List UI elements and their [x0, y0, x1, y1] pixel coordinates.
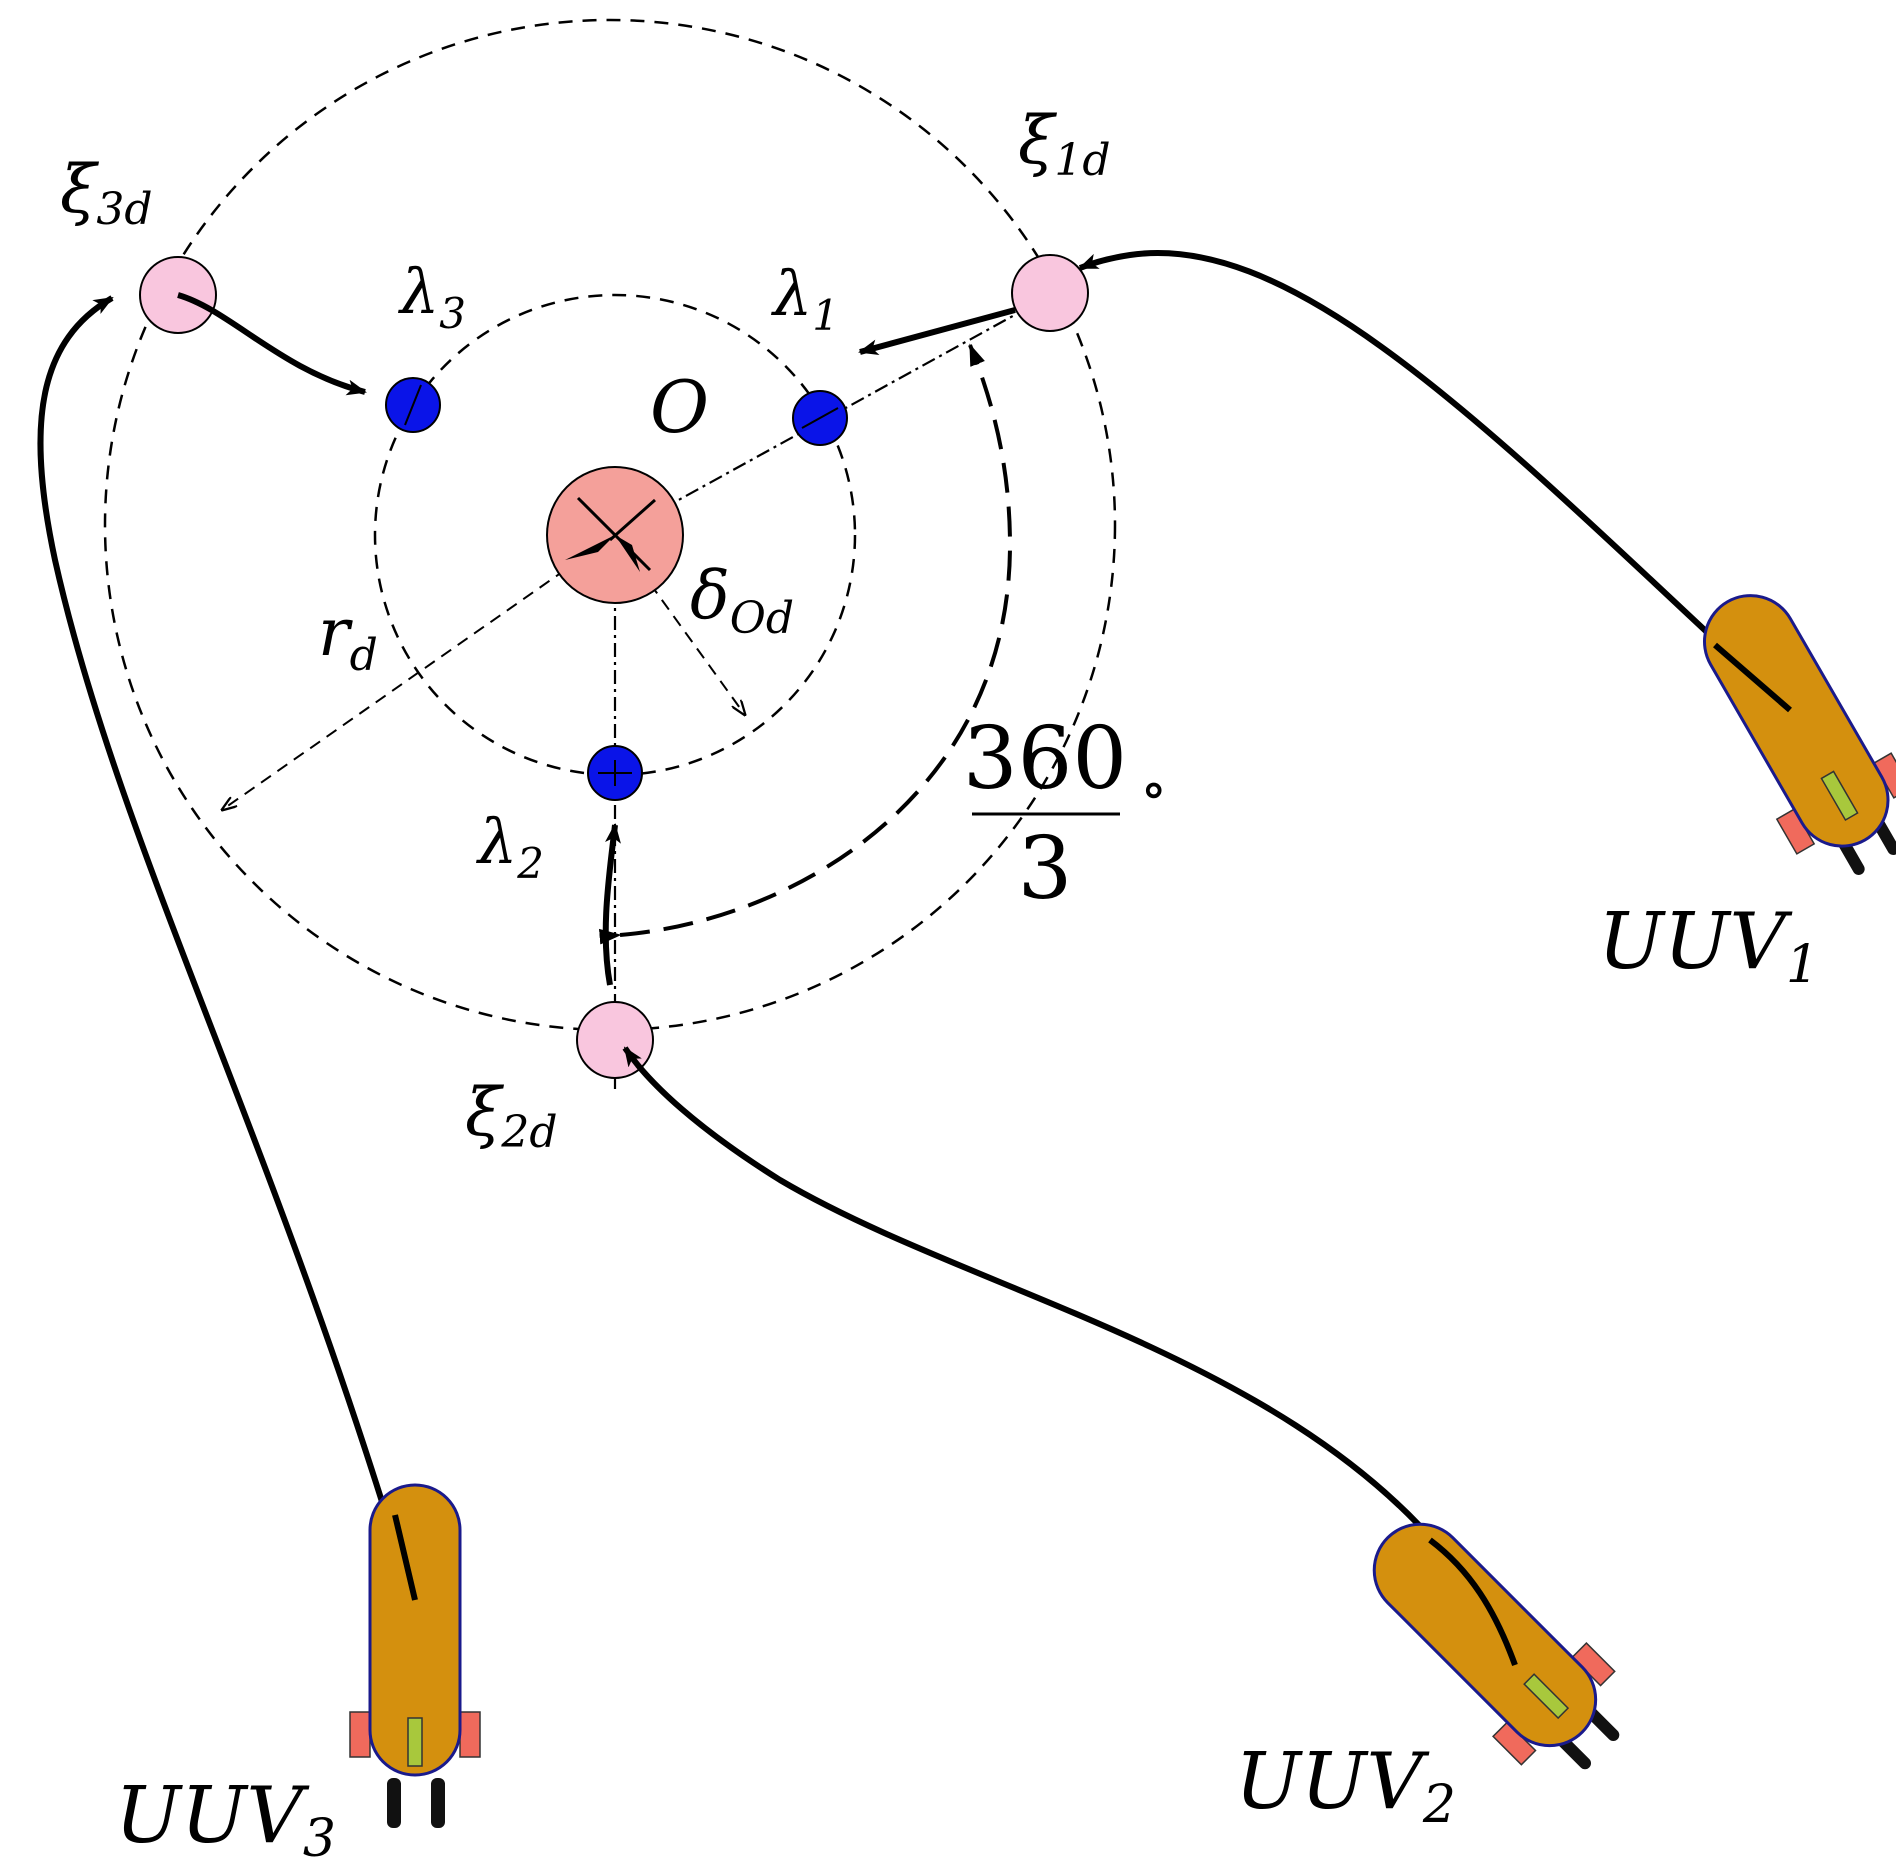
label-lambda1: λ1 — [770, 257, 839, 340]
uuv1-vehicle — [1703, 594, 1896, 875]
label-uuv3: UUV3 — [115, 1771, 336, 1865]
arrow-xi1-to-lambda1 — [858, 307, 1016, 356]
trajectory-uuv2 — [622, 1046, 1518, 1667]
uuv2-vehicle — [1372, 1522, 1620, 1770]
label-uuv1: UUV1 — [1598, 897, 1819, 995]
label-angle-fraction: 360 3 ∘ — [963, 709, 1168, 919]
svg-text:∘: ∘ — [1140, 757, 1167, 822]
virtual-point-lambda2 — [587, 745, 643, 801]
arrow-xi2-to-lambda2 — [602, 823, 621, 986]
label-uuv2: UUV2 — [1235, 1737, 1456, 1835]
virtual-point-lambda3 — [385, 377, 441, 433]
label-xi1: ξ1d — [1018, 102, 1111, 186]
target-center — [546, 466, 684, 604]
label-xi2: ξ2d — [465, 1074, 558, 1158]
angle-arc — [598, 343, 1013, 945]
label-lambda3: λ3 — [397, 255, 466, 338]
arrow-xi3-to-lambda3 — [177, 292, 367, 396]
virtual-point-lambda1 — [792, 390, 848, 446]
label-center-O: O — [650, 365, 709, 449]
label-delta-od: δOd — [690, 557, 794, 644]
desired-point-xi1 — [1011, 254, 1089, 332]
label-rd: rd — [318, 594, 378, 681]
svg-text:3: 3 — [1018, 819, 1073, 919]
trajectory-uuv1 — [1078, 250, 1793, 713]
label-lambda2: λ2 — [475, 805, 544, 888]
svg-text:360: 360 — [963, 709, 1127, 809]
trajectory-uuv3 — [37, 295, 415, 1601]
label-xi3: ξ3d — [60, 151, 153, 235]
uuv3-vehicle — [349, 1483, 481, 1828]
